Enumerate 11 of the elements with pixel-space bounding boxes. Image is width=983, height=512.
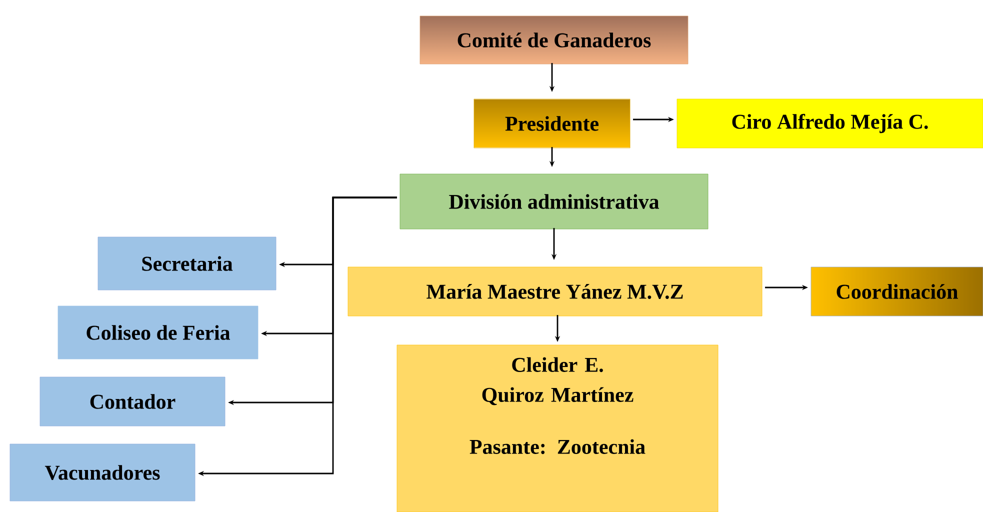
org-box: Vacunadores <box>10 444 196 502</box>
org-box: Secretaria <box>98 236 276 290</box>
org-box: Presidente <box>474 98 630 148</box>
org-box: División administrativa <box>400 174 708 230</box>
org-box: Ciro Alfredo Mejía C. <box>676 98 983 148</box>
org-box: Coordinación <box>810 266 983 316</box>
org-box: María Maestre Yánez M.V.Z <box>348 266 762 316</box>
org-box: Cleider E. Quiroz Martínez Pasante: Zootecnia <box>396 344 718 512</box>
org-box: Contador <box>40 376 226 426</box>
org-box: Coliseo de Feria <box>58 306 258 360</box>
org-box: Comité de Ganaderos <box>420 16 688 64</box>
